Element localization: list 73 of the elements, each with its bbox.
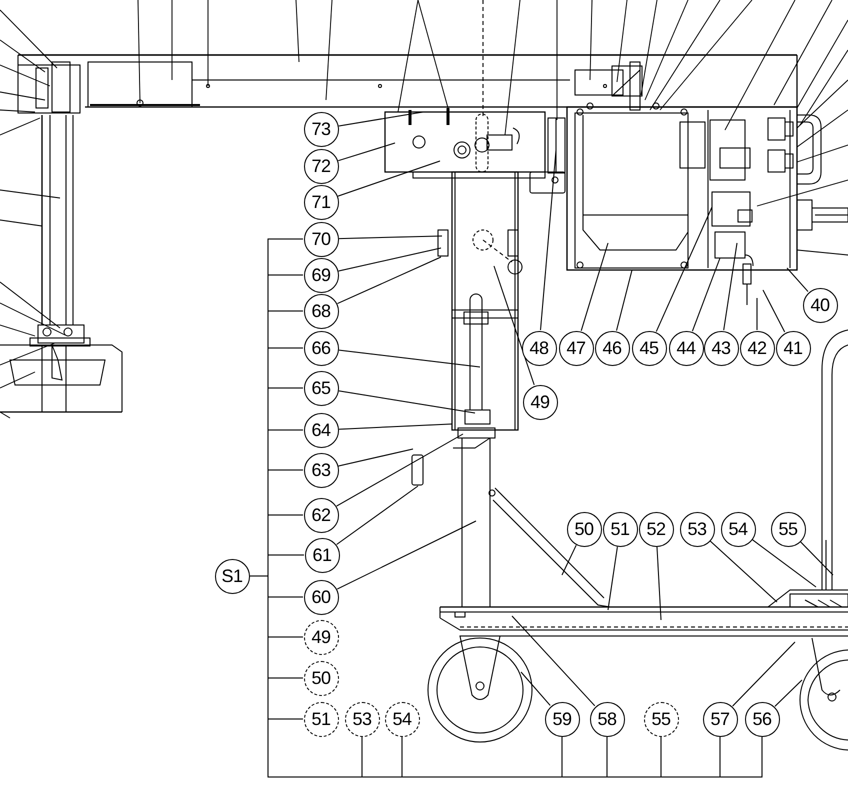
callout-number: 59 — [544, 702, 580, 736]
callout-number: 51 — [304, 702, 338, 736]
callout-number: 70 — [304, 222, 338, 256]
leader-line — [336, 434, 464, 507]
leader-line — [656, 206, 712, 332]
leader-line — [608, 546, 618, 610]
callout-number: 60 — [304, 580, 338, 614]
leader-line — [723, 242, 738, 331]
leader-line — [562, 544, 577, 576]
callout-number: 47 — [558, 330, 594, 366]
callout-number: 50 — [304, 660, 338, 696]
leader-line — [756, 298, 758, 330]
callout-number: 62 — [304, 498, 338, 532]
callout-number: 61 — [304, 538, 340, 572]
callout-number: 55 — [770, 512, 806, 546]
callout-number: 66 — [304, 330, 338, 366]
leader-line — [336, 256, 442, 304]
callout-number: 55 — [644, 702, 678, 736]
callout-number: 72 — [304, 148, 338, 184]
callout-number: 49 — [304, 620, 338, 654]
callout-number: 53 — [680, 512, 714, 546]
leader-line — [338, 350, 480, 368]
callout-number: 63 — [304, 452, 338, 488]
leader-line — [786, 268, 808, 292]
leader-line — [732, 642, 796, 707]
callout-number: 52 — [638, 512, 674, 546]
callout-number: 41 — [776, 330, 810, 366]
leader-line — [616, 270, 632, 332]
callout-number: S1 — [214, 558, 250, 594]
callout-number: 54 — [720, 512, 756, 546]
leader-line — [338, 424, 452, 430]
leader-line — [338, 448, 414, 466]
callout-number: 54 — [384, 702, 420, 736]
leader-line — [336, 520, 476, 590]
leader-line — [710, 540, 778, 602]
leader-line — [494, 266, 535, 386]
callout-number: 58 — [590, 702, 624, 736]
leader-line — [338, 142, 396, 162]
leader-line — [338, 248, 442, 272]
leader-line — [692, 258, 720, 332]
callout-number: 53 — [344, 702, 380, 736]
callout-number: 56 — [744, 702, 780, 736]
callout-number: 44 — [668, 330, 704, 366]
callout-number: 51 — [602, 512, 638, 546]
callout-number: 46 — [594, 330, 630, 366]
callout-number: 57 — [702, 702, 738, 736]
leader-line — [512, 616, 596, 706]
callout-number: 71 — [304, 184, 338, 220]
callout-number: 68 — [304, 294, 338, 328]
callout-number: 43 — [704, 330, 738, 366]
callout-number: 73 — [304, 112, 338, 146]
leader-line — [338, 160, 440, 197]
callout-number: 69 — [304, 258, 338, 292]
callout-number: 45 — [632, 330, 666, 366]
leader-line — [520, 672, 551, 706]
callout-number: 49 — [522, 384, 558, 420]
leader-line — [762, 290, 786, 332]
callout-number: 48 — [522, 330, 556, 366]
leader-line — [656, 546, 662, 620]
leader-line — [774, 680, 802, 707]
leader-line — [540, 150, 556, 331]
leader-line — [580, 242, 608, 332]
leader-line — [338, 236, 442, 240]
leader-line — [336, 486, 418, 545]
callout-number: 42 — [740, 330, 774, 366]
callout-number: 40 — [802, 288, 838, 322]
callout-number: 50 — [566, 512, 602, 546]
leader-line — [338, 112, 424, 126]
callout-number: 64 — [304, 412, 338, 448]
leader-line — [752, 539, 816, 588]
leader-line — [800, 541, 834, 576]
leader-line — [338, 390, 476, 414]
callout-number: 65 — [304, 370, 338, 406]
